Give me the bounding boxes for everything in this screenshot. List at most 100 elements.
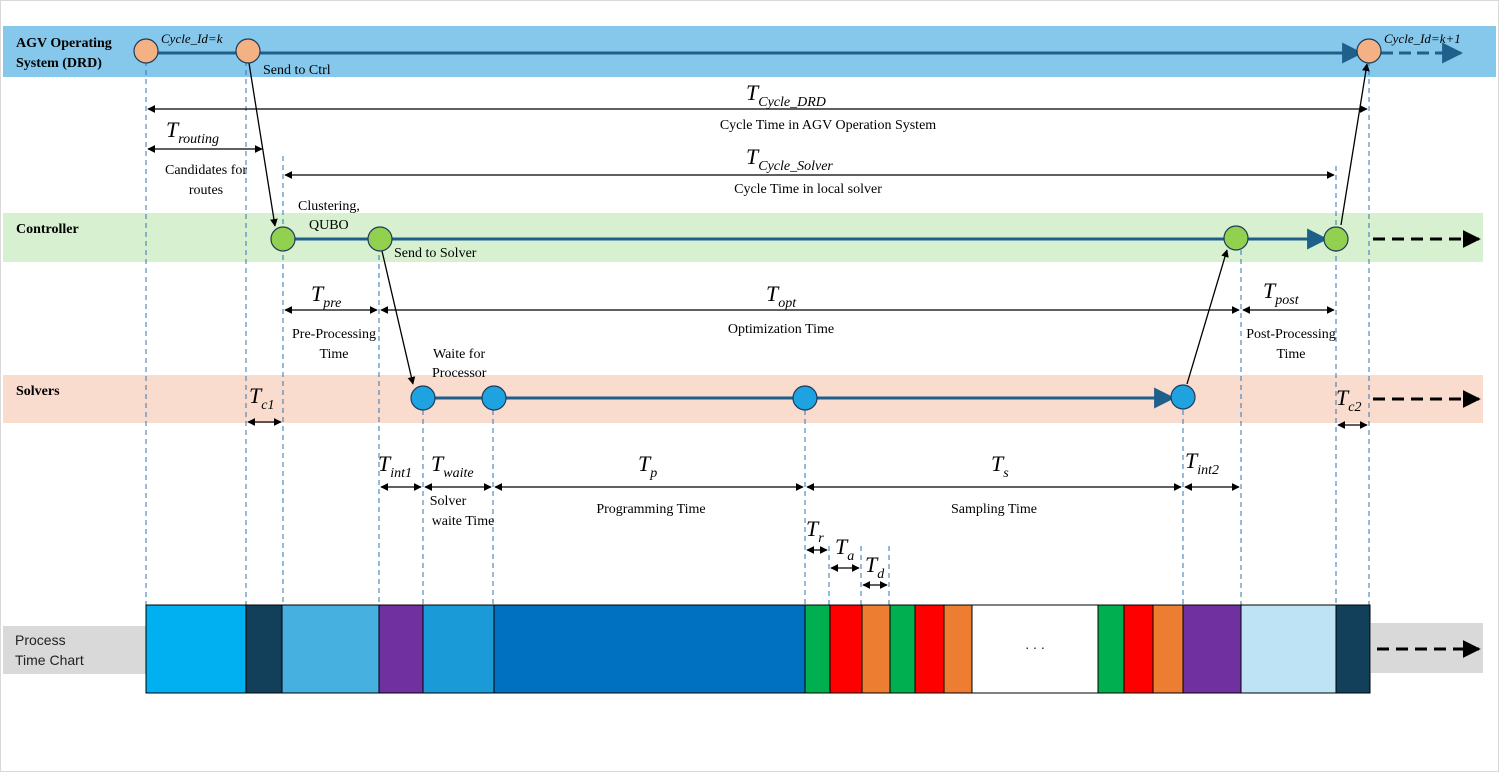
segment-anneal-n (1123, 604, 1154, 694)
segment-delay-1 (861, 604, 891, 694)
message-arrows (248, 62, 1370, 385)
waite-processor-label-2: Processor (432, 366, 487, 381)
caption-post-1: Post-Processing (1246, 327, 1335, 342)
symbol-opt: Topt (766, 281, 797, 311)
symbol-routing-sub: routing (178, 132, 219, 147)
send-to-solver-label: Send to Solver (394, 246, 477, 261)
symbol-pre: Tpre (311, 281, 341, 311)
caption-waite-1: Solver (430, 494, 467, 509)
caption-cycle-solver: Cycle Time in local solver (734, 182, 882, 197)
caption-routing-1: Candidates for (165, 163, 247, 178)
segment-comm-1 (245, 604, 283, 694)
caption-s: Sampling Time (951, 502, 1037, 517)
symbol-int1: Tint1 (378, 451, 412, 481)
symbol-cycle-drd-sub: Cycle_DRD (758, 95, 826, 110)
controller-node-result (1223, 225, 1249, 251)
symbol-c1-base: T (249, 383, 263, 408)
controller-node-post-end (1323, 226, 1349, 252)
caption-pre-2: Time (319, 347, 348, 362)
symbol-cycle-drd: TCycle_DRD (746, 80, 826, 110)
symbol-a: Ta (835, 534, 854, 564)
symbol-cycle-solver: TCycle_Solver (746, 144, 833, 174)
symbol-c2-base: T (1336, 385, 1350, 410)
segment-post-processing (1240, 604, 1337, 694)
caption-p: Programming Time (596, 502, 705, 517)
symbol-opt-base: T (766, 281, 780, 306)
symbol-s: Ts (991, 451, 1009, 481)
symbol-a-sub: a (847, 549, 854, 564)
symbol-r-base: T (806, 516, 820, 541)
symbol-d: Td (865, 552, 885, 582)
symbol-s-base: T (991, 451, 1005, 476)
drd-node-send-ctrl (235, 38, 261, 64)
segment-read-2 (889, 604, 916, 694)
symbol-c2-sub: c2 (1348, 400, 1361, 415)
symbol-p-base: T (638, 451, 652, 476)
process-lane-left (3, 626, 146, 674)
symbol-routing: Trouting (166, 117, 219, 147)
segment-read-1 (804, 604, 831, 694)
caption-opt: Optimization Time (728, 322, 834, 337)
symbol-int1-sub: int1 (390, 466, 412, 481)
symbol-int2-sub: int2 (1197, 463, 1219, 478)
symbol-r: Tr (806, 516, 824, 546)
segment-interface-2 (1182, 604, 1242, 694)
segment-routing (145, 604, 247, 694)
symbol-waite-sub: waite (443, 466, 473, 481)
symbol-c1: Tc1 (249, 383, 274, 413)
waite-processor-label-1: Waite for (433, 347, 485, 362)
segment-read-n (1097, 604, 1125, 694)
symbol-waite: Twaite (431, 451, 474, 481)
interval-arrows (147, 105, 1368, 589)
symbol-int2: Tint2 (1185, 448, 1219, 478)
symbol-d-sub: d (877, 567, 885, 582)
controller-lane-title: Controller (16, 222, 79, 237)
symbol-int2-base: T (1185, 448, 1199, 473)
symbol-r-sub: r (818, 531, 824, 546)
drd-nodes (133, 38, 1382, 64)
controller-node-send-solver (367, 226, 393, 252)
solver-nodes (410, 384, 1196, 411)
process-time-chart (145, 604, 1371, 694)
solver-node-sampling-start (792, 385, 818, 411)
drd-node-cycle-start (133, 38, 159, 64)
caption-waite-2: waite Time (432, 514, 495, 529)
controller-nodes (270, 225, 1349, 252)
process-lane-title-2: Time Chart (15, 652, 84, 668)
solvers-lane-title: Solvers (16, 384, 60, 399)
segment-interface-1 (378, 604, 424, 694)
arrow-drd-to-controller (248, 62, 278, 227)
drd-lane-title-2: System (DRD) (16, 56, 102, 71)
symbol-cycle-solver-sub: Cycle_Solver (758, 159, 833, 174)
segment-ellipsis (971, 604, 1099, 694)
segment-anneal-2 (914, 604, 945, 694)
segment-programming (493, 604, 806, 694)
symbol-p-sub: p (649, 466, 657, 481)
clustering-label-1: Clustering, (298, 199, 360, 214)
symbol-opt-sub: opt (778, 296, 797, 311)
symbol-p: Tp (638, 451, 657, 481)
segment-anneal-1 (829, 604, 863, 694)
symbol-c2: Tc2 (1336, 385, 1361, 415)
symbol-a-base: T (835, 534, 849, 559)
symbol-int1-base: T (378, 451, 392, 476)
arrow-controller-to-drd (1340, 63, 1370, 226)
solver-node-sampling-end (1170, 384, 1196, 410)
segment-pre-processing (281, 604, 380, 694)
send-to-ctrl-label: Send to Ctrl (263, 63, 331, 78)
symbol-cycle-solver-base: T (746, 144, 760, 169)
clustering-label-2: QUBO (309, 218, 349, 233)
symbol-routing-base: T (166, 117, 180, 142)
symbol-cycle-drd-base: T (746, 80, 760, 105)
symbol-d-base: T (865, 552, 879, 577)
solver-node-programming-start (481, 385, 507, 411)
solver-node-receive (410, 385, 436, 411)
cycle-next-label: Cycle_Id=k+1 (1384, 31, 1461, 46)
segment-comm-2 (1335, 604, 1371, 694)
caption-pre-1: Pre-Processing (292, 327, 376, 342)
controller-node-receive (270, 226, 296, 252)
arrow-solver-to-controller (1186, 249, 1229, 385)
symbol-pre-base: T (311, 281, 325, 306)
